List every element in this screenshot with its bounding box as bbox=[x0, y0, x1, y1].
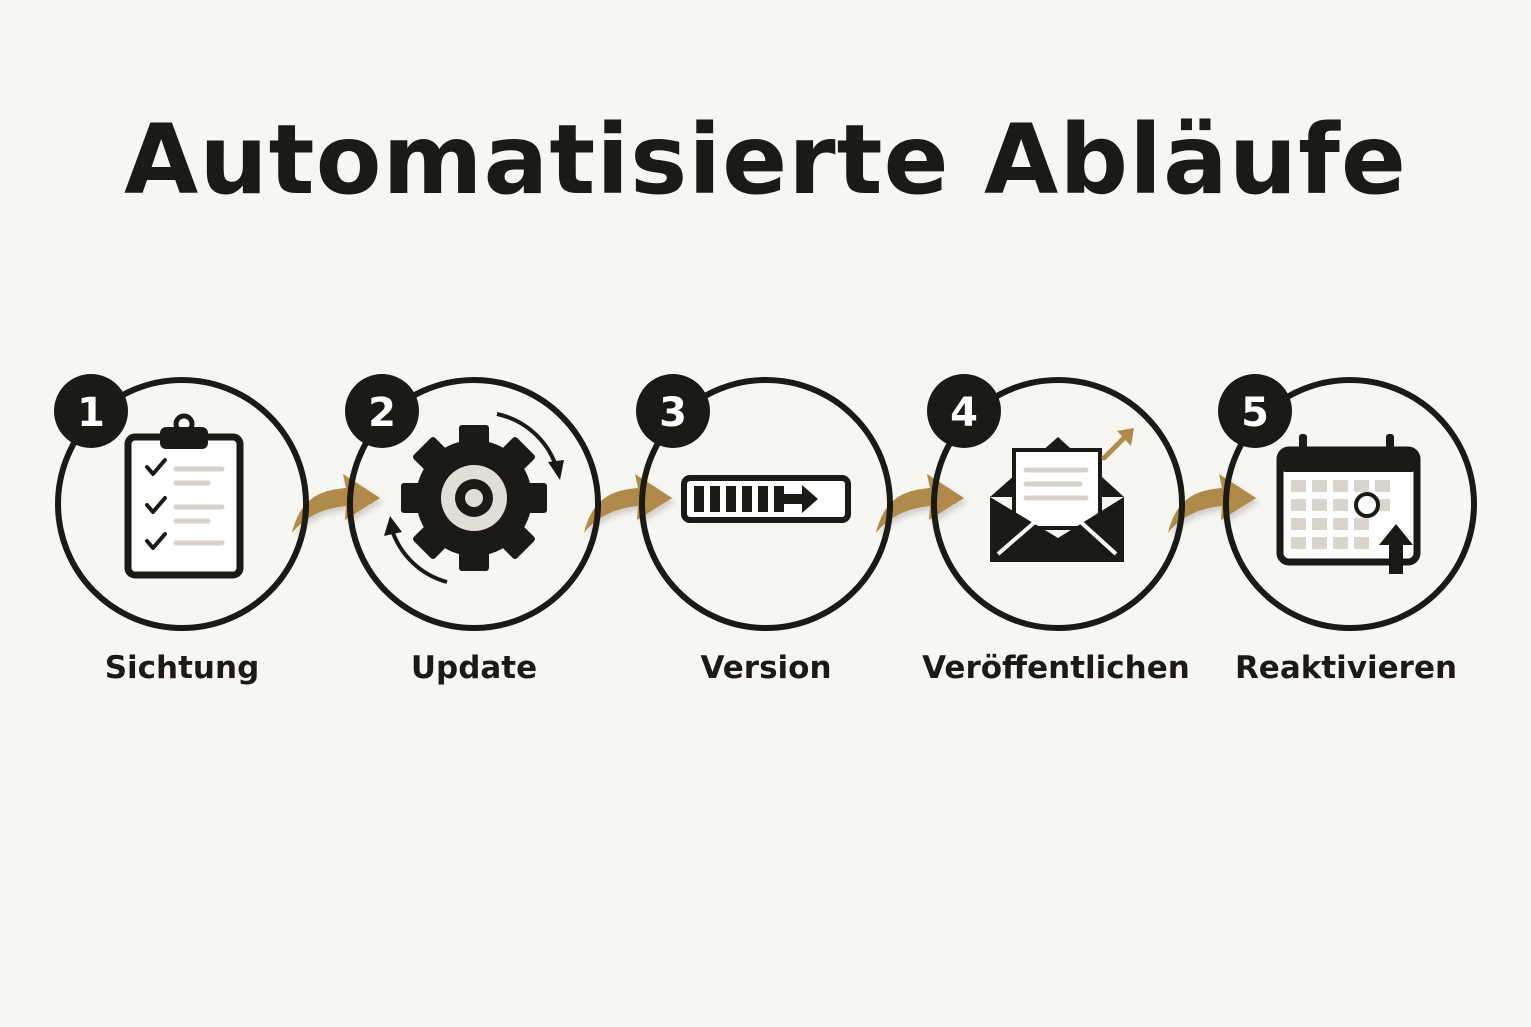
open-envelope-icon bbox=[990, 428, 1134, 562]
step-circle bbox=[931, 377, 1185, 631]
step-circle bbox=[639, 377, 893, 631]
calendar-upload-icon bbox=[1276, 434, 1421, 574]
step-label: Version bbox=[700, 650, 832, 686]
step-label: Veröffentlichen bbox=[922, 650, 1190, 686]
step-label: Update bbox=[410, 650, 538, 686]
step-badge: 4 bbox=[927, 374, 1001, 448]
step-number: 5 bbox=[1241, 390, 1269, 436]
progress-bar-arrow-icon bbox=[681, 475, 851, 523]
gear-refresh-icon bbox=[384, 412, 564, 584]
step-badge: 3 bbox=[636, 374, 710, 448]
step-number: 2 bbox=[368, 390, 396, 436]
arrow-icon bbox=[876, 474, 964, 533]
connector-arrows bbox=[292, 474, 1256, 533]
step-circle bbox=[55, 377, 309, 631]
step-badge: 5 bbox=[1218, 374, 1292, 448]
step-badge: 1 bbox=[54, 374, 128, 448]
arrow-icon bbox=[1168, 474, 1256, 533]
arrow-icon bbox=[584, 474, 672, 533]
arrow-icon bbox=[292, 474, 380, 533]
page-title: Automatisierte Abläufe bbox=[124, 104, 1407, 216]
clipboard-checklist-icon bbox=[124, 413, 244, 579]
step-circle bbox=[347, 377, 601, 631]
step-label: Sichtung bbox=[104, 650, 260, 686]
step-number: 4 bbox=[950, 390, 978, 436]
step-label: Reaktivieren bbox=[1234, 650, 1458, 686]
step-number: 3 bbox=[659, 390, 687, 436]
step-number: 1 bbox=[77, 390, 105, 436]
step-badge: 2 bbox=[345, 374, 419, 448]
step-circle bbox=[1223, 377, 1477, 631]
